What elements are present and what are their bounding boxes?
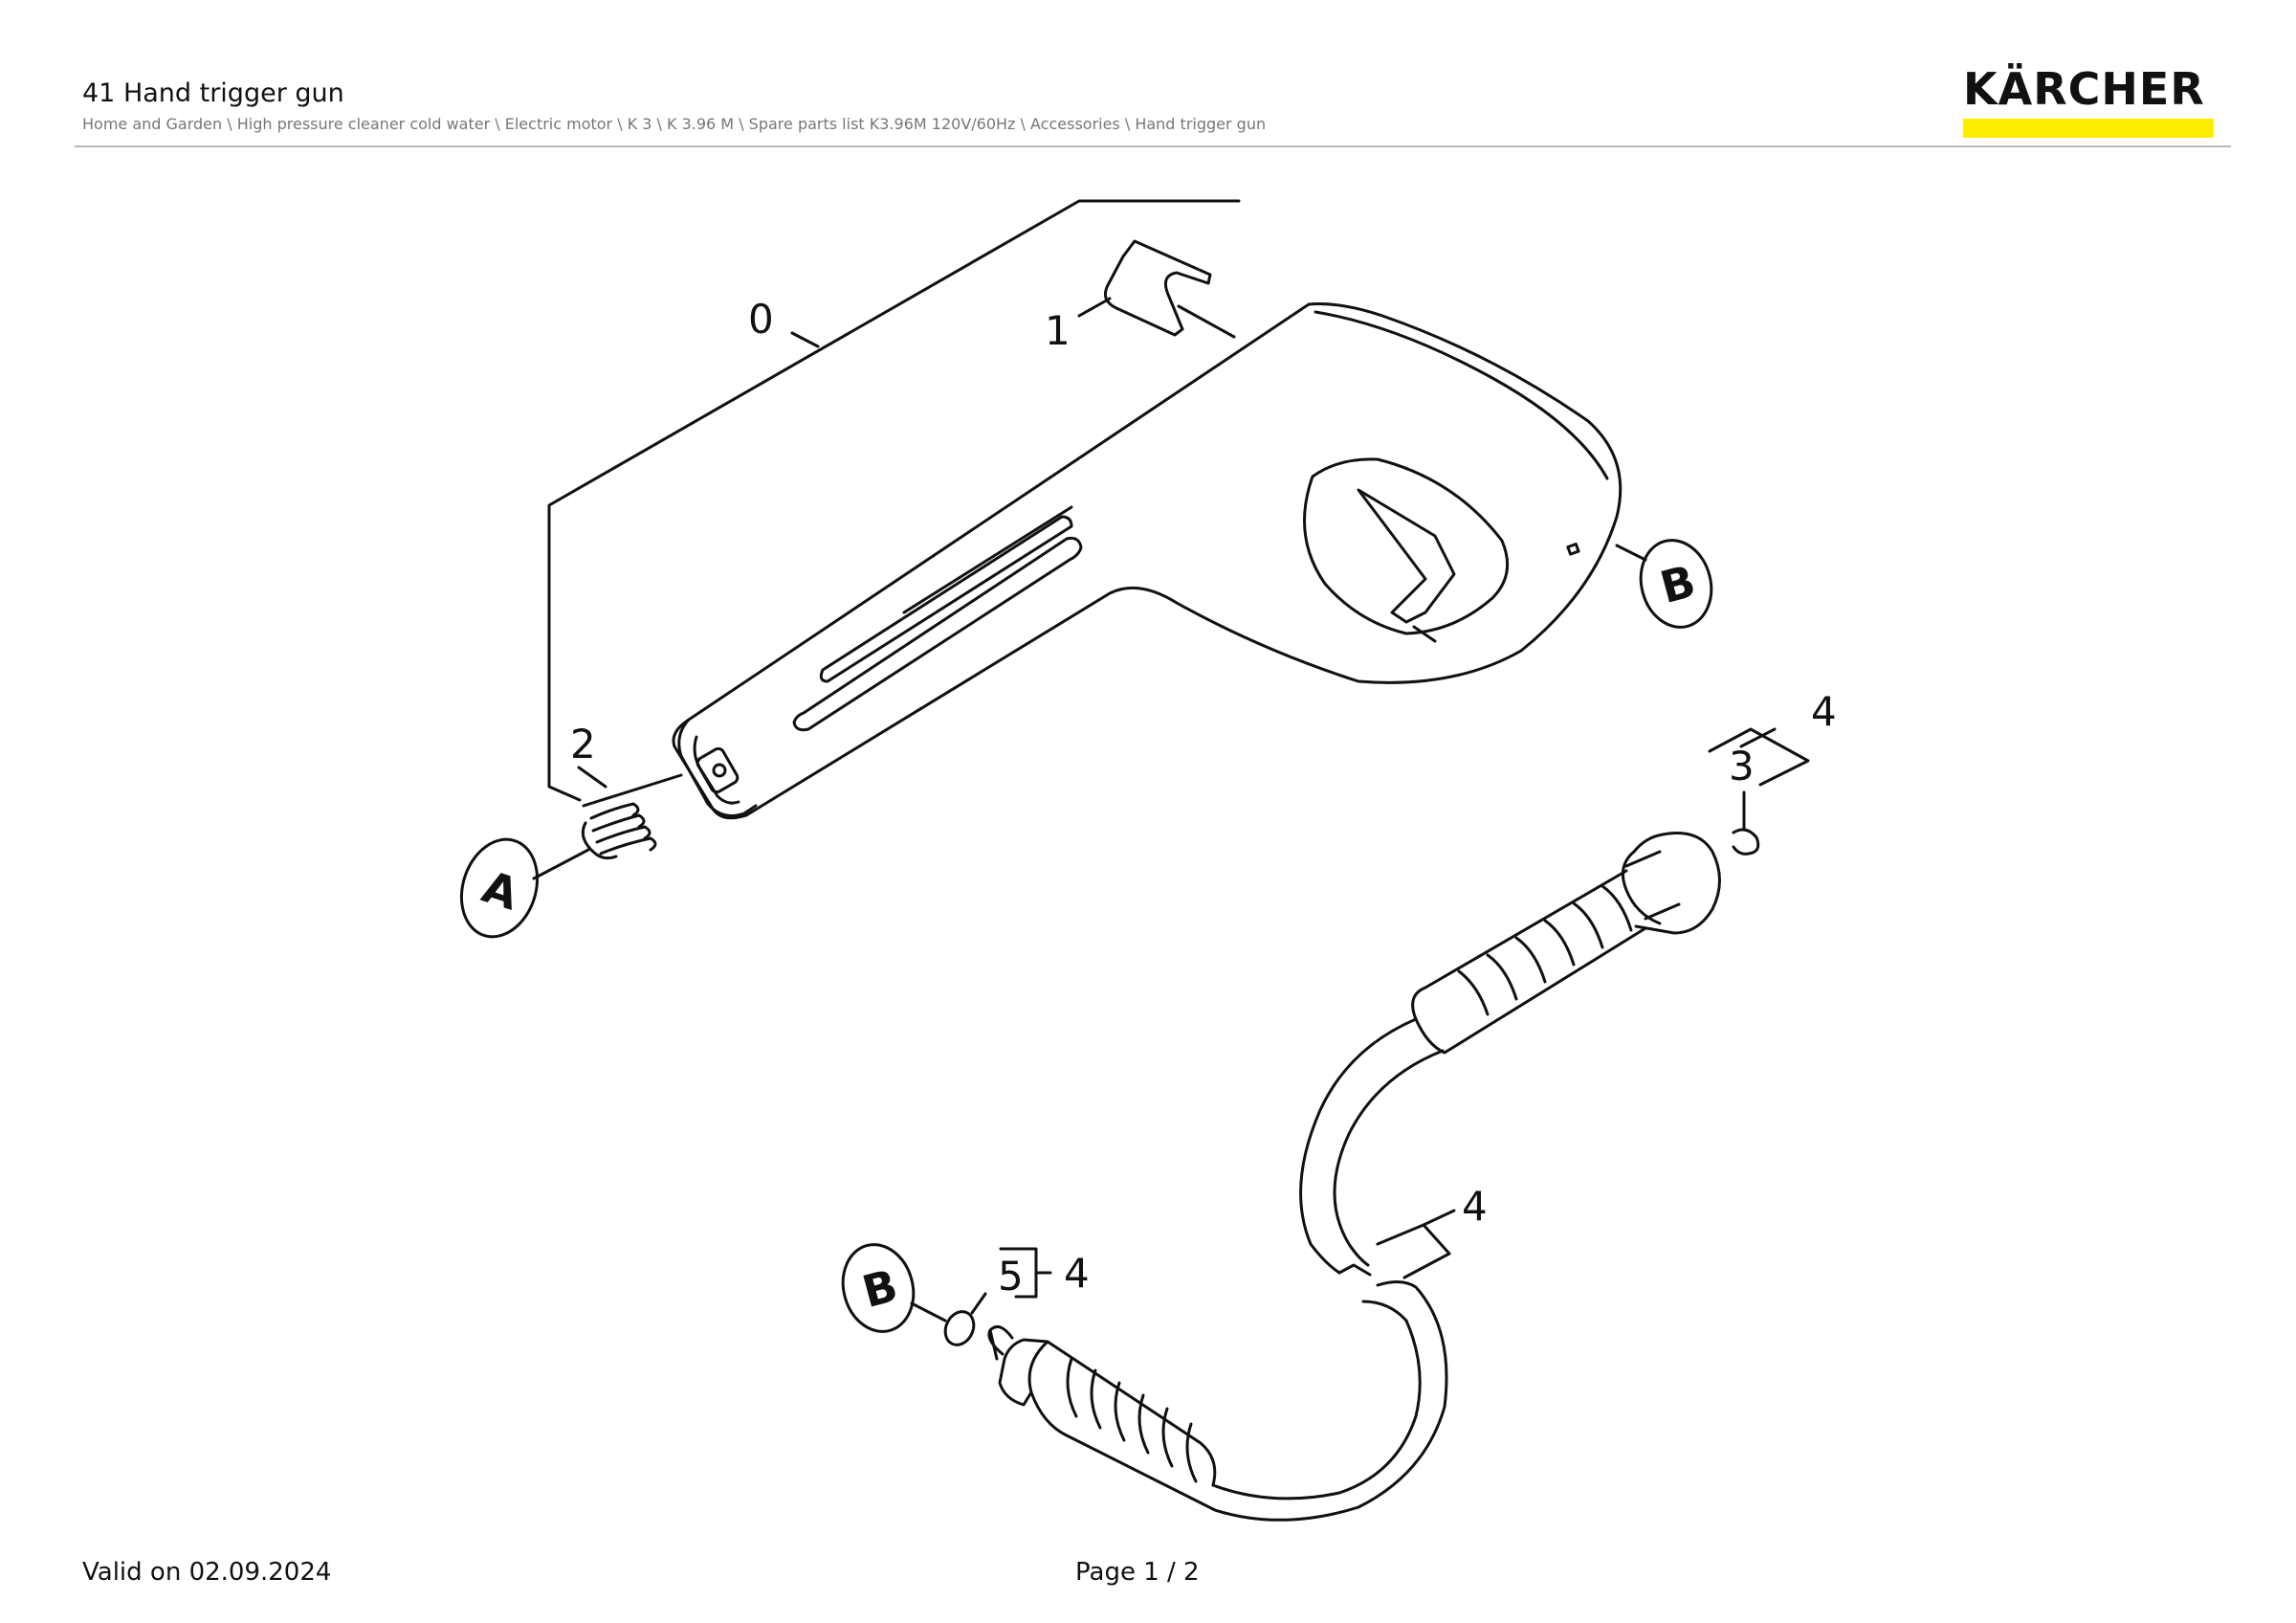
- header-divider: [75, 145, 2231, 147]
- hose-coupling-top: [1411, 832, 1721, 1055]
- label-part-3-group: 4: [1811, 688, 1837, 735]
- label-part-1: 1: [1045, 307, 1071, 354]
- label-part-5: 5: [998, 1253, 1024, 1300]
- trigger-gun-body: [582, 302, 1623, 820]
- logo-text: KÄRCHER: [1963, 63, 2205, 115]
- label-part-2: 2: [570, 721, 596, 767]
- hose: [1211, 1017, 1456, 1522]
- label-part-4: 4: [1462, 1183, 1488, 1230]
- label-part-3: 3: [1729, 743, 1755, 789]
- part-2-spring: [577, 766, 657, 860]
- label-part-5-group: 4: [1064, 1250, 1090, 1297]
- label-part-0: 0: [748, 296, 774, 343]
- ref-circle-b-bottom: [841, 1243, 947, 1333]
- ref-circle-a: [459, 837, 590, 939]
- ref-letter-b-bottom: B: [857, 1259, 903, 1318]
- logo-yellow-bar: [1963, 119, 2214, 138]
- ref-letter-b-top: B: [1655, 555, 1701, 613]
- karcher-logo: KÄRCHER: [1963, 65, 2219, 138]
- ref-letter-a: A: [476, 860, 525, 920]
- part-3-bracket: [1708, 727, 1810, 856]
- hose-coupling-bottom: [987, 1324, 1217, 1512]
- ref-circle-b-top: [1615, 539, 1713, 629]
- page-title: 41 Hand trigger gun: [82, 78, 344, 108]
- part-1-clip: [1077, 239, 1236, 339]
- breadcrumb: Home and Garden \ High pressure cleaner …: [82, 115, 1267, 133]
- page-number: Page 1 / 2: [1075, 1558, 1200, 1587]
- valid-date: Valid on 02.09.2024: [82, 1558, 332, 1587]
- part-0-leader: [547, 199, 1241, 802]
- part-5-o-ring: [943, 1247, 1052, 1346]
